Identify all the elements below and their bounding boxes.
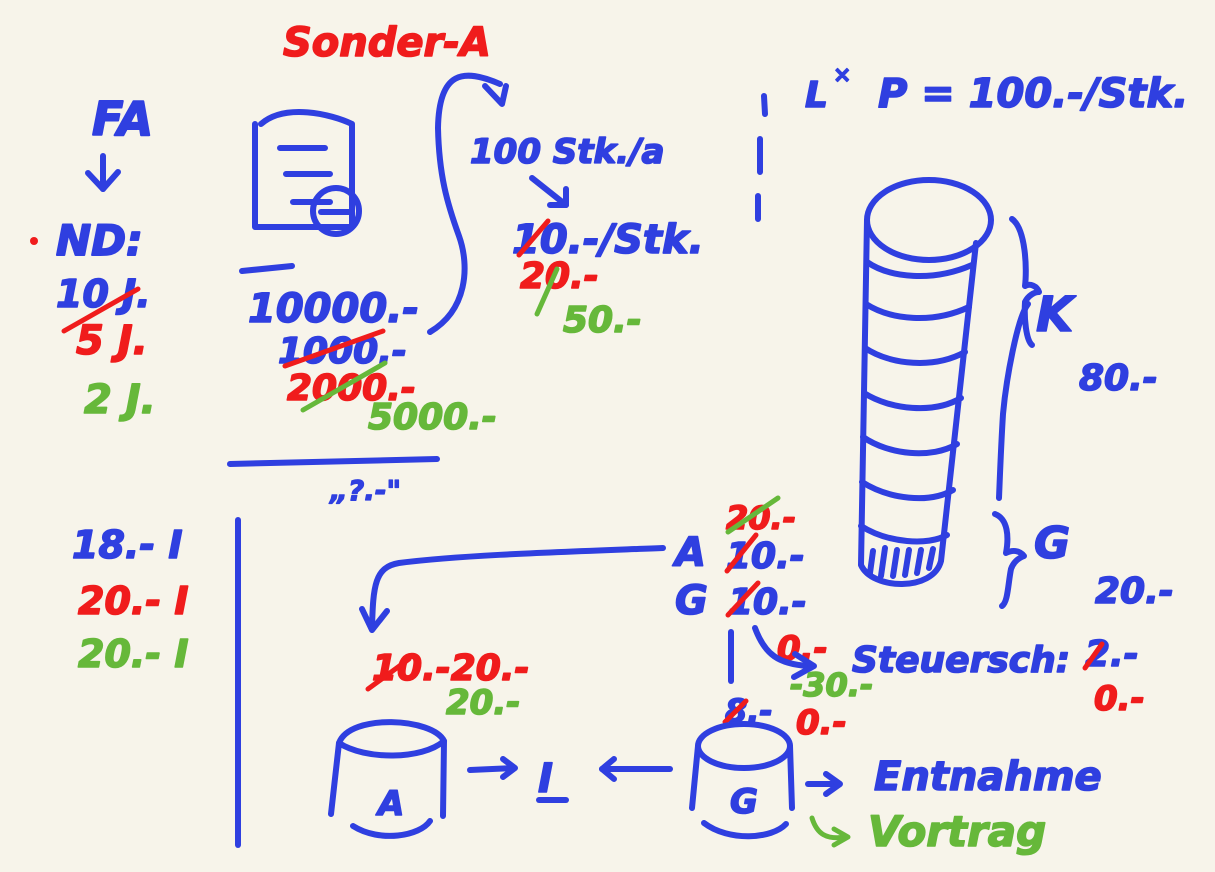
unit-cost-alt-2: 50.- xyxy=(563,300,642,341)
g-value: 20.- xyxy=(1095,571,1174,612)
allocation-a-strike xyxy=(724,532,759,574)
price-formula: P = 100.-/Stk. xyxy=(878,71,1188,117)
years-10-strike xyxy=(61,286,141,334)
vertical-dotted-divider xyxy=(755,93,768,222)
bullet-point xyxy=(30,237,38,245)
tax-red: 0.- xyxy=(1094,679,1145,719)
price-superscript: × xyxy=(833,63,851,88)
allocation-a-red-strike xyxy=(725,495,781,535)
allocation-g-strike xyxy=(725,580,761,618)
middle-underline xyxy=(227,456,440,467)
amount-18-i: 18.- I xyxy=(72,523,182,567)
stacked-cylinder-diagram xyxy=(858,177,994,587)
document-icon-lines xyxy=(277,145,333,205)
withdrawal-arrow-head-icon xyxy=(823,771,843,797)
price-l-label: L xyxy=(805,75,828,116)
a-to-i-arrow xyxy=(467,765,517,773)
carryforward-label: Vortrag xyxy=(868,807,1046,856)
k-right-curve xyxy=(996,301,1031,501)
k-value: 80.- xyxy=(1079,358,1158,399)
special-depreciation-title: Sonder-A xyxy=(283,20,491,66)
years-2: 2 J. xyxy=(84,377,156,423)
withdrawal-label: Entnahme xyxy=(874,754,1102,800)
years-5: 5 J. xyxy=(76,318,148,364)
tax-branch xyxy=(752,625,811,669)
tax-green: -30.- xyxy=(790,666,873,704)
document-icon-outline xyxy=(252,109,355,230)
years-10: 10 J. xyxy=(56,272,151,316)
withdrawal-red: 0.- xyxy=(796,703,847,743)
unit-cost-strike xyxy=(516,218,551,258)
allocation-a-red: 20.- xyxy=(726,499,796,537)
allocation-return-arrow-head-icon xyxy=(359,606,390,633)
unit-cost-alt-1-strike xyxy=(534,266,560,317)
cost-alt-2-strike xyxy=(300,360,388,413)
production-units: 100 Stk./a xyxy=(470,132,664,172)
k-label: K xyxy=(1036,287,1077,343)
cost-overline xyxy=(239,263,295,274)
bottom-value-green: 20.- xyxy=(446,683,520,723)
cost-alt-1-strike xyxy=(282,328,386,369)
cost-alt-1: 1000.- xyxy=(278,331,407,372)
a-to-i-arrow-head-icon xyxy=(500,756,518,780)
production-down-arrow-icon xyxy=(529,175,569,208)
bucket-a: A xyxy=(328,719,447,839)
quote-value: „?.-" xyxy=(329,474,401,507)
curved-arrow-head-icon xyxy=(482,83,509,107)
g-to-i-arrow-head-icon xyxy=(599,756,617,782)
fa-down-arrow-head-icon xyxy=(85,169,121,192)
tax-arrow-head-icon xyxy=(791,651,817,680)
bottom-values-strike xyxy=(365,656,412,692)
cost-alt-3: 5000.- xyxy=(368,397,497,438)
carryforward-branch xyxy=(809,815,849,841)
nd-label: ND: xyxy=(56,216,143,265)
bucket-g: G xyxy=(689,721,795,840)
amount-20-i-red: 20.- I xyxy=(78,579,188,623)
withdrawal-strike xyxy=(722,698,749,725)
cost-alt-2: 2000.- xyxy=(287,368,416,409)
carryforward-arrow-head-icon xyxy=(831,826,851,848)
cost-main: 10000.- xyxy=(248,286,419,332)
tax-label: Steuersch: xyxy=(852,640,1070,681)
tax-strike xyxy=(1082,641,1105,671)
amount-20-i-green: 20.- I xyxy=(78,632,188,676)
allocation-return-arrow xyxy=(369,545,666,632)
g-label: G xyxy=(1034,518,1070,569)
fa-label: FA xyxy=(92,92,153,146)
allocation-g-label: G xyxy=(675,578,708,624)
svg-text:G: G xyxy=(730,782,758,822)
curved-arrow-to-production xyxy=(427,72,503,335)
svg-text:A: A xyxy=(375,784,404,824)
minus-circle-icon xyxy=(310,185,362,237)
bucket-i: I xyxy=(538,756,553,802)
allocation-a-label: A xyxy=(672,530,706,576)
production-down-arrow-head-icon xyxy=(547,186,569,208)
g-brace xyxy=(992,511,1027,609)
unit-cost-alt-1: 20.- xyxy=(520,256,599,297)
